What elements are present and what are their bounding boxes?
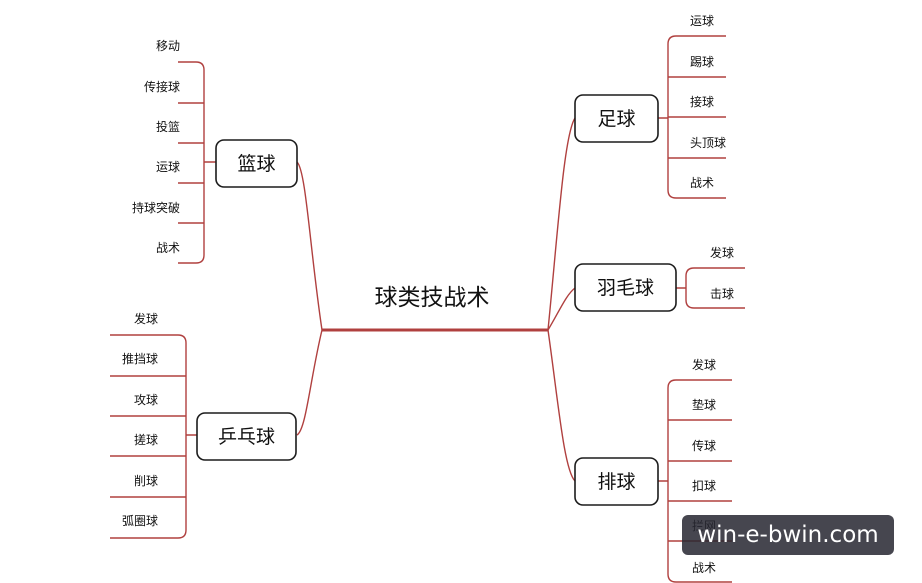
category-box-volleyball[interactable] <box>574 457 659 506</box>
leaf-pingpong-2: 推挡球 <box>122 352 158 366</box>
leaf-volleyball-6: 战术 <box>692 561 716 575</box>
branch-pingpong: 乒乓球 发球 推挡球 攻球 搓球 削球 弧圈球 <box>110 311 297 539</box>
leaf-volleyball-1: 发球 <box>692 357 716 372</box>
watermark-badge: win-e-bwin.com <box>682 515 894 555</box>
connector-basketball <box>296 161 323 331</box>
leaf-pingpong-3: 攻球 <box>134 393 158 407</box>
category-label-pingpong: 乒乓球 <box>218 426 275 448</box>
leaf-badminton-2: 击球 <box>710 287 734 301</box>
category-label-badminton: 羽毛球 <box>597 277 654 299</box>
bracket-basketball <box>178 61 216 264</box>
category-box-basketball[interactable] <box>215 139 298 188</box>
branch-basketball: 篮球 移动 传接球 投篮 运球 持球突破 战术 <box>132 39 298 264</box>
category-label-basketball: 篮球 <box>237 153 275 175</box>
branch-football: 足球 运球 踢球 接球 头顶球 战术 <box>574 14 726 199</box>
leaf-football-2: 踢球 <box>690 55 714 69</box>
leaf-pingpong-6: 弧圈球 <box>122 514 158 528</box>
leaf-basketball-1: 移动 <box>156 39 180 53</box>
leaf-football-5: 战术 <box>690 176 714 190</box>
leaf-basketball-3: 投篮 <box>156 119 180 134</box>
leaf-basketball-5: 持球突破 <box>132 200 180 215</box>
category-label-volleyball: 排球 <box>597 471 635 493</box>
leaf-pingpong-5: 削球 <box>134 474 158 488</box>
connector-football <box>547 117 576 331</box>
leaf-basketball-2: 传接球 <box>144 79 180 94</box>
leaf-pingpong-1: 发球 <box>134 311 158 326</box>
branch-volleyball: 排球 发球 垫球 传球 扣球 拦网 战术 <box>574 357 732 583</box>
leaf-volleyball-4: 扣球 <box>692 479 716 493</box>
leaf-pingpong-4: 搓球 <box>134 432 158 447</box>
leaf-badminton-1: 发球 <box>710 245 734 260</box>
connector-pingpong <box>296 329 323 436</box>
leaf-football-3: 接球 <box>690 94 714 109</box>
root-title: 球类技战术 <box>375 285 490 311</box>
leaf-football-1: 运球 <box>690 14 714 28</box>
branch-badminton: 羽毛球 发球 击球 <box>574 245 745 312</box>
leaf-volleyball-2: 垫球 <box>692 397 716 412</box>
bracket-volleyball <box>658 379 732 583</box>
category-box-badminton[interactable] <box>574 263 677 312</box>
leaf-volleyball-3: 传球 <box>692 438 716 453</box>
connector-badminton <box>547 287 576 331</box>
category-label-football: 足球 <box>597 108 635 130</box>
category-box-pingpong[interactable] <box>196 412 297 461</box>
connector-volleyball <box>547 329 576 482</box>
bracket-pingpong <box>110 334 197 539</box>
leaf-football-4: 头顶球 <box>690 136 726 150</box>
bracket-football <box>658 35 726 199</box>
leaf-basketball-4: 运球 <box>156 160 180 174</box>
leaf-basketball-6: 战术 <box>156 241 180 255</box>
bracket-badminton <box>676 267 745 309</box>
category-box-football[interactable] <box>574 94 659 143</box>
